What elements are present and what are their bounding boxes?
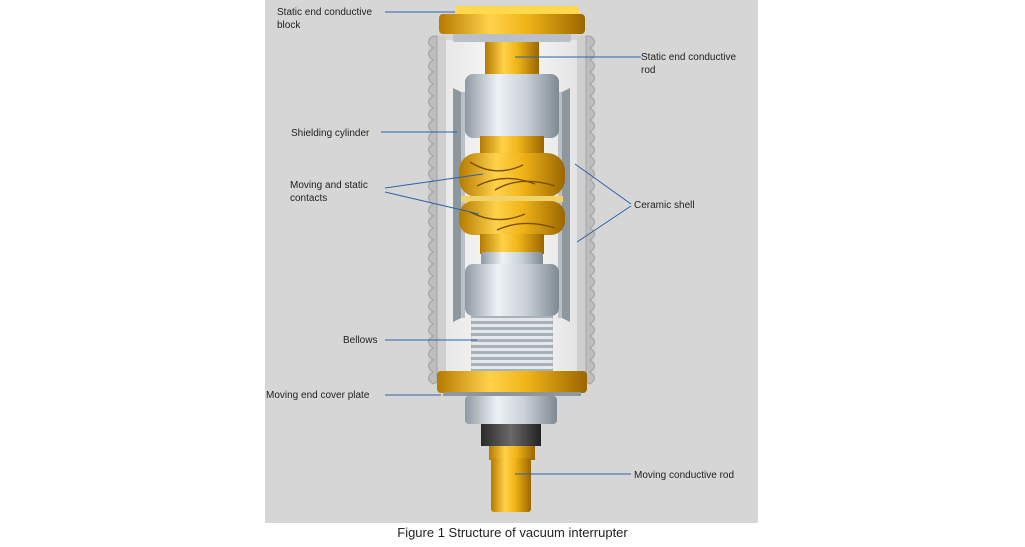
moving-contact-stem: [480, 234, 544, 254]
bellows-fold: [471, 324, 553, 327]
bellows-fold: [471, 366, 553, 369]
guide-sleeve: [465, 396, 557, 446]
bellows: [471, 316, 553, 374]
label-static-end-conductive-rod: Static end conductive rod: [641, 52, 737, 76]
label-bellows: Bellows: [343, 335, 378, 346]
leader-static-contact: [384, 173, 484, 189]
leader-ceramic-shell-lower: [576, 205, 632, 243]
static-contact: [459, 153, 565, 197]
vacuum-interrupter-figure: [265, 0, 758, 523]
bellows-fold: [471, 348, 553, 351]
moving-contact-holder: [465, 252, 559, 316]
moving-end-cover-plate: [437, 371, 587, 396]
label-shielding-cylinder: Shielding cylinder: [291, 128, 370, 139]
bellows-fold: [471, 336, 553, 339]
moving-conductive-rod: [489, 446, 535, 512]
static-end-conductive-rod: [485, 42, 539, 78]
moving-contact: [459, 201, 565, 235]
ceramic-shell-left: [428, 35, 446, 385]
label-ceramic-shell: Ceramic shell: [634, 200, 695, 211]
label-moving-and-static-contacts: Moving and static contacts: [290, 180, 368, 204]
bellows-fold: [471, 354, 553, 357]
label-moving-conductive-rod: Moving conductive rod: [634, 470, 735, 481]
figure-caption: Figure 1 Structure of vacuum interrupter: [397, 525, 628, 540]
static-contact-holder: [465, 74, 559, 154]
bellows-fold: [471, 342, 553, 345]
ceramic-shell-right: [577, 35, 595, 385]
leader-ceramic-shell-upper: [574, 163, 632, 205]
leader-lines: [381, 11, 641, 475]
contact-gap: [461, 196, 563, 202]
label-static-end-conductive-block: Static end conductive block: [277, 7, 373, 31]
bellows-fold: [471, 318, 553, 321]
bellows-fold: [471, 330, 553, 333]
static-end-conductive-block: [439, 6, 585, 42]
leader-moving-contact: [384, 191, 480, 215]
bellows-fold: [471, 360, 553, 363]
interrupter-drawing: [265, 0, 758, 523]
label-moving-end-cover-plate: Moving end cover plate: [266, 390, 370, 401]
